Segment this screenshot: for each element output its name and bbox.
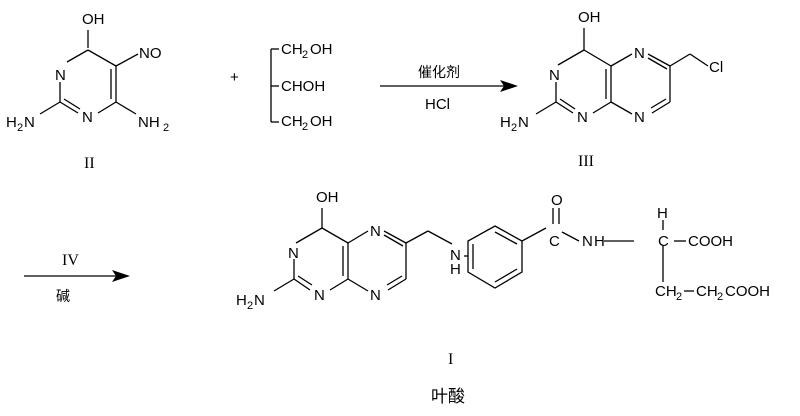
ring-n-label: N: [370, 287, 381, 304]
amino-subscript: 2: [247, 300, 253, 312]
hcl-label: HCl: [425, 96, 450, 113]
compound-ii-label: II: [84, 155, 95, 172]
amino-h-label: H: [236, 292, 247, 309]
chlorine-label: Cl: [709, 59, 723, 76]
compound-iii: OH N N N N Cl H 2 N III: [500, 9, 723, 170]
ch2-subscript: 2: [676, 291, 682, 303]
alpha-c-label: C: [658, 233, 669, 250]
carboxyl-label: COOH: [725, 283, 770, 300]
compound-i-label: I: [448, 351, 453, 368]
carboxyl-label: COOH: [688, 233, 733, 250]
compound-iii-label: III: [578, 153, 594, 170]
methylene-label: CH: [655, 283, 677, 300]
plus-sign: +: [230, 69, 239, 86]
amino-h-label: H: [500, 114, 511, 131]
ch2oh-c-label: CH: [281, 113, 303, 130]
hydroxyl-label: OH: [316, 189, 339, 206]
amino-label: NH: [138, 114, 160, 131]
ring-n-label: N: [288, 245, 299, 262]
amino-n-label: N: [254, 292, 265, 309]
ring-n-label: N: [549, 67, 560, 84]
amide-h-label: H: [594, 233, 605, 250]
ch2-subscript: 2: [717, 291, 723, 303]
catalyst-label: 催化剂: [418, 65, 460, 81]
hydroxyl-label: OH: [82, 11, 105, 28]
carbonyl-o-label: O: [551, 192, 563, 209]
ring-n-label: N: [370, 223, 381, 240]
carbonyl-c-label: C: [549, 233, 560, 250]
compound-ii: OH NO N N H 2 N NH 2 II: [6, 11, 169, 172]
amino-h-label: H: [6, 114, 17, 131]
amino-n-label: N: [24, 114, 35, 131]
amino-subscript: 2: [163, 122, 169, 134]
ch2-subscript: 2: [302, 49, 308, 61]
ch2oh-oh-label: OH: [310, 41, 333, 58]
amino-subscript: 2: [17, 122, 23, 134]
glycerol: + CH 2 OH CHOH CH 2 OH: [230, 41, 333, 133]
compound-i: OH N N N N H 2 N N H O C N H H C COOH CH…: [236, 189, 770, 407]
methylene-label: CH: [696, 283, 718, 300]
amine-h-label: H: [450, 261, 461, 278]
ring-n-label: N: [55, 67, 66, 84]
reagent-iv-label: IV: [62, 252, 79, 269]
ring-n-label: N: [82, 109, 93, 126]
amino-n-label: N: [518, 114, 529, 131]
hydroxyl-label: OH: [578, 9, 601, 26]
ring-n-label: N: [577, 109, 588, 126]
reaction-arrow-1: 催化剂 HCl: [380, 65, 518, 113]
nitroso-label: NO: [139, 45, 162, 62]
ring-n-label: N: [634, 109, 645, 126]
ring-n-label: N: [314, 287, 325, 304]
base-label: 碱: [56, 289, 70, 305]
choh-label: CHOH: [281, 78, 325, 95]
compound-name: 叶酸: [431, 387, 465, 407]
amino-subscript: 2: [511, 122, 517, 134]
alpha-h-label: H: [657, 205, 668, 222]
ring-n-label: N: [634, 45, 645, 62]
amine-n-label: N: [450, 247, 461, 264]
ch2oh-c-label: CH: [281, 41, 303, 58]
amide-n-label: N: [582, 233, 593, 250]
reaction-arrow-2: IV 碱: [24, 252, 130, 305]
ch2oh-oh-label: OH: [310, 113, 333, 130]
ch2-subscript: 2: [302, 121, 308, 133]
